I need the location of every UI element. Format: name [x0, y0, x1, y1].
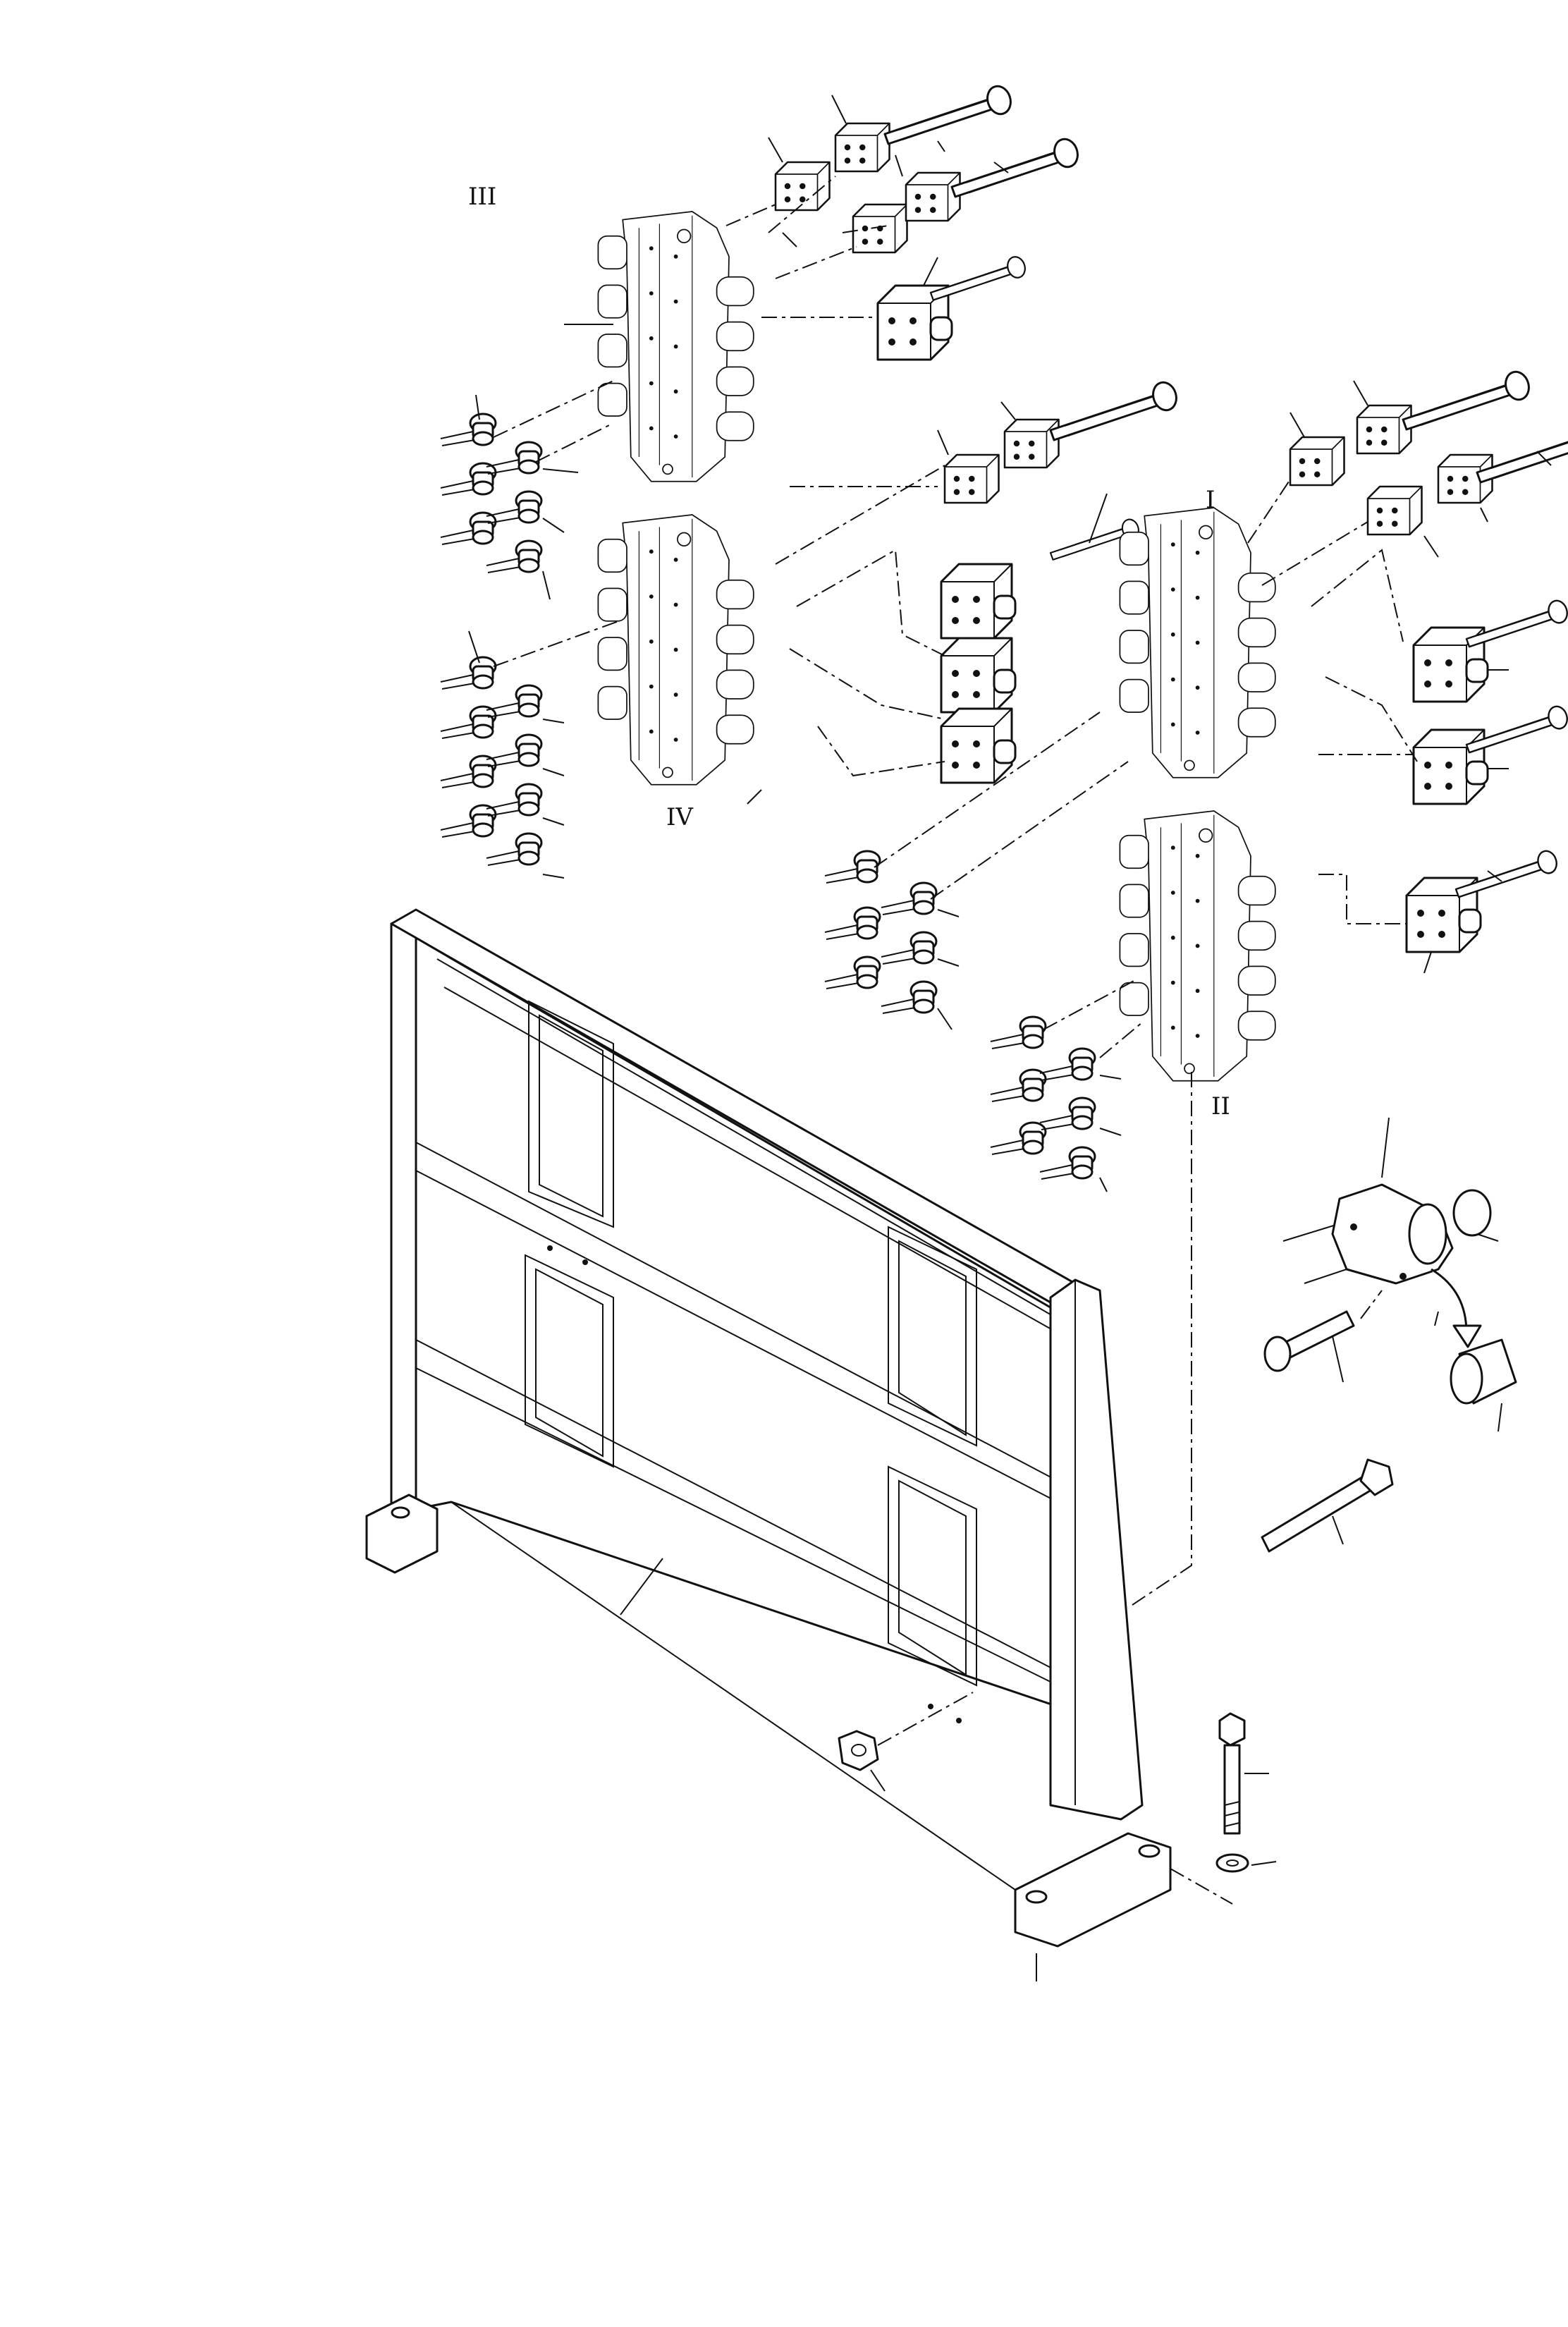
long-cap-screw [1261, 1458, 1394, 1553]
cap-screw [1049, 378, 1181, 441]
fitting [823, 850, 881, 884]
plug [1450, 1338, 1517, 1405]
cap-screw [1454, 848, 1560, 898]
fitting [1039, 1097, 1096, 1131]
cap-screw [1465, 597, 1568, 648]
fitting [880, 881, 938, 916]
flange-pilot [1282, 1183, 1454, 1285]
cube-block [1356, 404, 1412, 455]
valve-block-ii [1119, 810, 1276, 1082]
fitting [989, 1015, 1047, 1050]
valve-block-iii [597, 211, 754, 482]
cap-screw [883, 82, 1015, 145]
fitting [439, 755, 497, 789]
mounting-frame [365, 908, 1172, 1948]
fitting [485, 832, 543, 867]
cap-screw [1476, 420, 1568, 484]
cap-screw [929, 253, 1029, 301]
fitting [880, 931, 938, 965]
valve-group-label-iv: IV [666, 803, 694, 831]
fitting [880, 980, 938, 1015]
fitting [989, 1121, 1047, 1156]
fitting [1039, 1047, 1096, 1082]
fitting [989, 1068, 1047, 1103]
cube-block [1366, 485, 1423, 536]
cube-block [852, 203, 908, 254]
fitting [485, 539, 543, 574]
frame-leader [620, 1558, 1037, 1981]
valve-group-label-i: I [1206, 486, 1215, 514]
cube-block [774, 161, 831, 212]
fitting [823, 906, 881, 941]
cap-screw [950, 135, 1082, 198]
hex-nut [838, 1730, 879, 1771]
valve-group-label-iii: III [468, 183, 496, 211]
pressure-block [940, 707, 1017, 784]
cube-block [943, 453, 1000, 504]
fitting [439, 462, 497, 496]
valve-block-iv [597, 514, 754, 786]
o-ring [1452, 1189, 1492, 1237]
fitting [439, 804, 497, 838]
valve-group-label-ii: II [1211, 1092, 1230, 1120]
hex-bolt [1218, 1712, 1246, 1835]
fitting [439, 656, 497, 690]
cap-screw [1263, 1310, 1355, 1372]
pressure-block [940, 563, 1017, 640]
fitting [439, 705, 497, 740]
flat-washer [1215, 1853, 1249, 1873]
cap-screw [1402, 367, 1533, 431]
arrow-icon [1431, 1268, 1468, 1333]
fitting [439, 511, 497, 546]
cube-block [1289, 436, 1345, 487]
fitting [1039, 1146, 1096, 1180]
valve-block-i [1119, 507, 1276, 778]
fitting [823, 955, 881, 990]
cube-block [1003, 418, 1060, 469]
pressure-block [940, 637, 1017, 714]
cap-screw [1465, 703, 1568, 754]
cube-block [834, 122, 890, 173]
cube-block [905, 171, 961, 222]
fitting [439, 413, 497, 447]
